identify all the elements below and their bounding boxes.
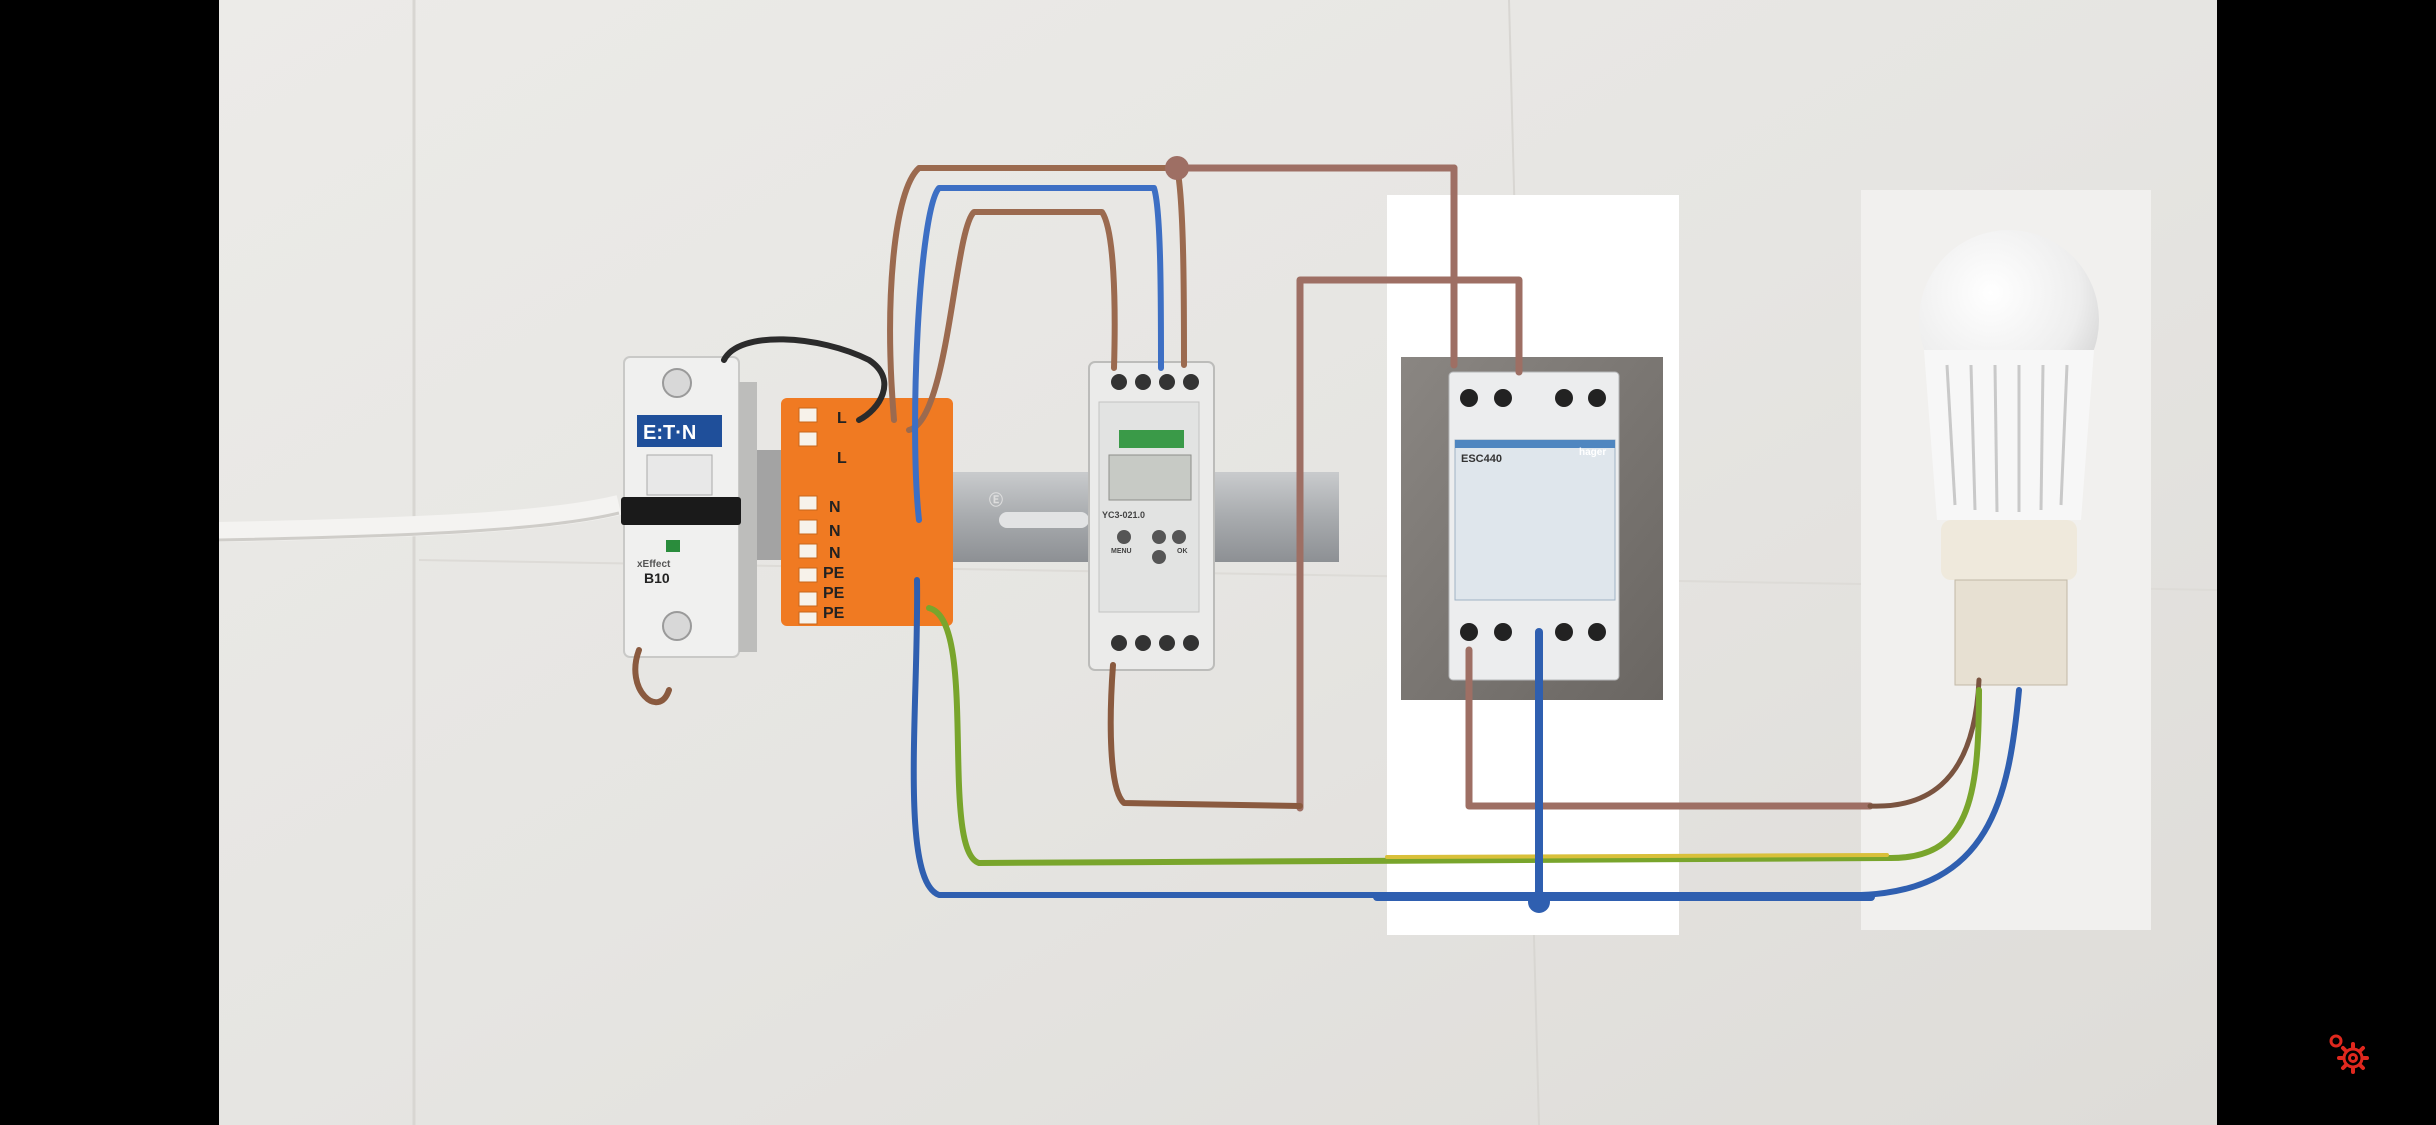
svg-text:E:T·N: E:T·N	[643, 422, 696, 444]
circuit-breaker: E:T·N xEffect B10	[621, 356, 757, 658]
svg-text:OK: OK	[1177, 548, 1188, 555]
digital-timer: YC3-021.0 MENU OK	[1088, 361, 1215, 671]
supply-cable	[219, 495, 622, 542]
svg-text:N: N	[829, 545, 841, 562]
contactor: ESC440 hager	[1401, 357, 1663, 700]
junction-dot-blue	[1528, 891, 1550, 913]
junction-dot-brown	[1165, 156, 1189, 180]
svg-text:N: N	[829, 523, 841, 540]
terminal-block: L L N N N PE PE PE	[757, 398, 953, 626]
svg-text:L: L	[837, 410, 847, 427]
svg-text:PE: PE	[823, 585, 845, 602]
settings-gear-icon[interactable]	[2325, 1030, 2373, 1078]
svg-text:hager: hager	[1579, 447, 1606, 458]
svg-text:L: L	[837, 450, 847, 467]
gear-icon	[2329, 1034, 2369, 1074]
svg-text:YC3-021.0: YC3-021.0	[1102, 510, 1145, 520]
brown-wire-breaker	[632, 647, 672, 706]
svg-text:N: N	[829, 499, 841, 516]
video-frame: Ⓔ E:T·N xEffect B10 L L N N N PE	[219, 0, 2217, 1125]
svg-text:xEffect: xEffect	[637, 559, 671, 570]
black-wire	[721, 336, 888, 423]
earth-wire	[926, 605, 1982, 866]
svg-text:PE: PE	[823, 565, 845, 582]
svg-text:MENU: MENU	[1111, 548, 1132, 555]
svg-text:PE: PE	[823, 605, 845, 622]
brown-wire-loop	[887, 165, 1187, 423]
svg-text:B10: B10	[644, 570, 670, 586]
led-bulb	[1919, 230, 2099, 686]
svg-text:Ⓔ: Ⓔ	[989, 492, 1003, 508]
svg-text:ESC440: ESC440	[1461, 453, 1502, 465]
brown-wire-small	[906, 209, 1118, 433]
wiring-photo: Ⓔ E:T·N xEffect B10 L L N N N PE	[219, 0, 2217, 1125]
blue-wire-loop	[912, 185, 1164, 523]
